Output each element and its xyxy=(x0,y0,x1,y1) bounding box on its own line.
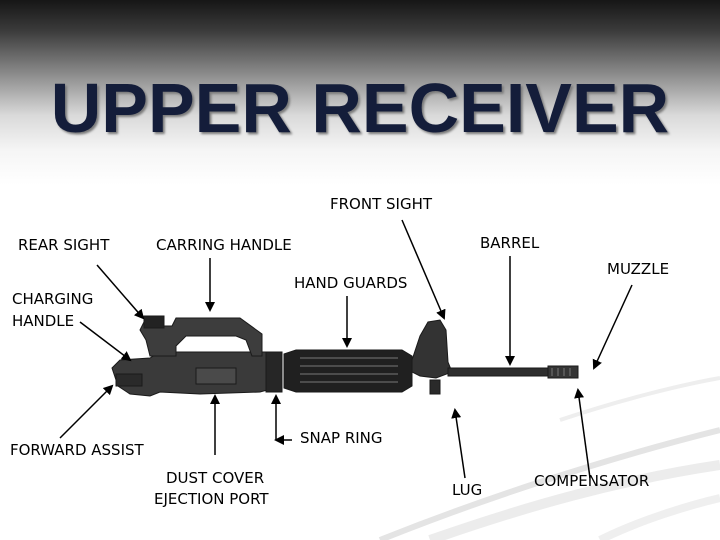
label-lug: LUG xyxy=(452,481,483,499)
label-charging-handle-line1: CHARGING xyxy=(12,290,94,308)
label-dust-cover-line2: EJECTION PORT xyxy=(154,490,269,508)
label-compensator: COMPENSATOR xyxy=(534,472,650,490)
arrow-forward-assist xyxy=(59,384,114,439)
label-hand-guards: HAND GUARDS xyxy=(294,274,408,292)
label-rear-sight: REAR SIGHT xyxy=(18,236,110,254)
page-title: UPPER RECEIVER xyxy=(50,69,670,147)
arrow-lug xyxy=(451,408,466,479)
arrow-muzzle xyxy=(592,284,633,370)
arrow-front-sight xyxy=(401,219,446,320)
label-carring-handle: CARRING HANDLE xyxy=(156,236,292,254)
label-charging-handle-line2: HANDLE xyxy=(12,312,75,330)
label-dust-cover-line1: DUST COVER xyxy=(166,469,265,487)
arrow-charging-handle xyxy=(79,321,132,362)
label-forward-assist: FORWARD ASSIST xyxy=(10,441,144,459)
arrow-compensator xyxy=(574,388,591,479)
label-front-sight: FRONT SIGHT xyxy=(330,195,433,213)
arrow-rear-sight xyxy=(96,264,145,320)
label-barrel: BARREL xyxy=(480,234,540,252)
label-snap-ring: SNAP RING xyxy=(300,429,383,447)
label-muzzle: MUZZLE xyxy=(607,260,670,278)
